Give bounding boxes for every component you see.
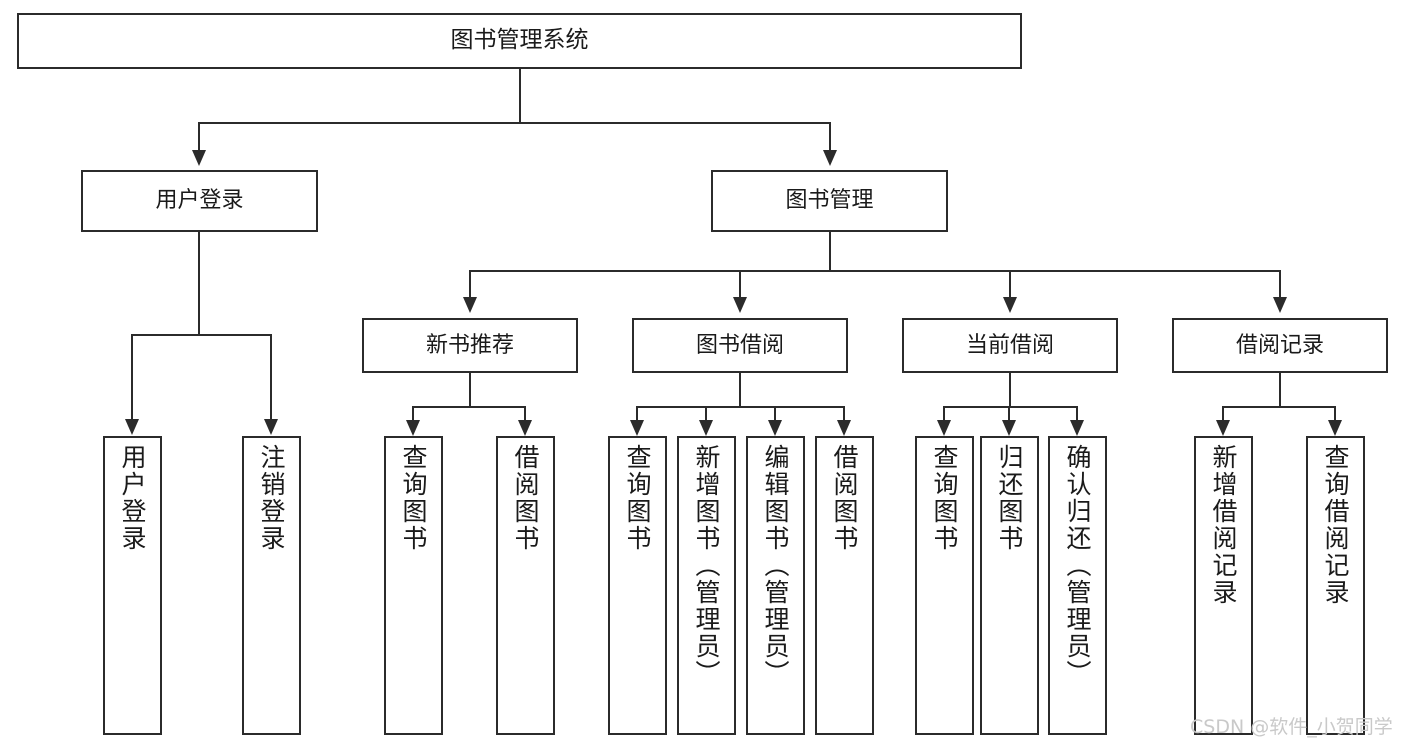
connector-br-stem	[1279, 373, 1281, 407]
connector-br-bus	[1222, 406, 1336, 408]
connector-br-drop-2	[1334, 406, 1336, 420]
leaf-label: 编辑图书（管理员）	[761, 444, 790, 687]
node-user-login[interactable]: 用户登录	[81, 170, 318, 232]
arrowhead-leaf-user-login	[125, 419, 139, 435]
leaf-user-login[interactable]: 用户登录	[103, 436, 162, 735]
node-book-management-system[interactable]: 图书管理系统	[17, 13, 1022, 69]
connector-nbr-drop-2	[524, 406, 526, 420]
arrowhead-cb-leaf-1	[937, 420, 951, 436]
leaf-query-borrow-record[interactable]: 查询借阅记录	[1306, 436, 1365, 735]
arrowhead-book-management	[823, 150, 837, 166]
connector-nbr-stem	[469, 373, 471, 407]
leaf-label: 查询图书	[623, 444, 652, 552]
node-current-borrow[interactable]: 当前借阅	[902, 318, 1118, 373]
leaf-label: 归还图书	[995, 444, 1024, 552]
connector-cb-stem	[1009, 373, 1011, 407]
leaf-label: 新增借阅记录	[1209, 444, 1238, 606]
node-borrow-record[interactable]: 借阅记录	[1172, 318, 1388, 373]
connector-book-management-bus	[469, 270, 1281, 272]
arrowhead-cb-leaf-3	[1070, 420, 1084, 436]
connector-bb-drop-1	[636, 406, 638, 420]
connector-user-login-drop-1	[131, 334, 133, 419]
leaf-add-book-admin[interactable]: 新增图书（管理员）	[677, 436, 736, 735]
connector-user-login-stem	[198, 232, 200, 335]
connector-bb-drop-3	[774, 406, 776, 420]
connector-bb-drop-4	[843, 406, 845, 420]
arrowhead-nbr-leaf-1	[406, 420, 420, 436]
connector-bb-stem	[739, 373, 741, 407]
node-book-management[interactable]: 图书管理	[711, 170, 948, 232]
arrowhead-cb-leaf-2	[1002, 420, 1016, 436]
connector-br-drop-1	[1222, 406, 1224, 420]
connector-nbr-bus	[412, 406, 526, 408]
connector-cb-drop-3	[1076, 406, 1078, 420]
arrowhead-nbr-leaf-2	[518, 420, 532, 436]
arrowhead-book-borrow	[733, 297, 747, 313]
leaf-label: 查询图书	[930, 444, 959, 552]
connector-root-to-user-login	[198, 122, 200, 150]
leaf-label: 确认归还（管理员）	[1063, 444, 1092, 687]
node-label: 用户登录	[155, 188, 244, 214]
node-label: 图书管理	[785, 188, 874, 214]
leaf-confirm-return-admin[interactable]: 确认归还（管理员）	[1048, 436, 1107, 735]
arrowhead-new-book-recommend	[463, 297, 477, 313]
leaf-borrow-book-nbr[interactable]: 借阅图书	[496, 436, 555, 735]
leaf-label: 查询借阅记录	[1321, 444, 1350, 606]
leaf-borrow-book-bb[interactable]: 借阅图书	[815, 436, 874, 735]
connector-cb-drop-2	[1008, 406, 1010, 420]
connector-bm-drop-1	[469, 270, 471, 297]
connector-cb-bus	[943, 406, 1077, 408]
connector-root-stem	[519, 69, 521, 123]
leaf-return-book[interactable]: 归还图书	[980, 436, 1039, 735]
node-label: 图书管理系统	[450, 27, 589, 54]
node-label: 新书推荐	[425, 332, 514, 358]
arrowhead-bb-leaf-2	[699, 420, 713, 436]
connector-nbr-drop-1	[412, 406, 414, 420]
leaf-label: 借阅图书	[830, 444, 859, 552]
node-label: 借阅记录	[1235, 332, 1324, 358]
leaf-add-borrow-record[interactable]: 新增借阅记录	[1194, 436, 1253, 735]
connector-user-login-drop-2	[270, 334, 272, 419]
node-label: 当前借阅	[965, 332, 1054, 358]
node-book-borrow[interactable]: 图书借阅	[632, 318, 848, 373]
node-new-book-recommend[interactable]: 新书推荐	[362, 318, 578, 373]
leaf-query-book-bb[interactable]: 查询图书	[608, 436, 667, 735]
arrowhead-br-leaf-2	[1328, 420, 1342, 436]
connector-book-management-stem	[829, 232, 831, 271]
leaf-label: 查询图书	[399, 444, 428, 552]
leaf-label: 注销登录	[257, 444, 286, 552]
leaf-logout-login[interactable]: 注销登录	[242, 436, 301, 735]
csdn-watermark: CSDN @软件_小贺同学	[1190, 716, 1393, 738]
leaf-label: 用户登录	[118, 444, 147, 552]
leaf-label: 新增图书（管理员）	[692, 444, 721, 687]
arrowhead-bb-leaf-4	[837, 420, 851, 436]
arrowhead-leaf-logout-login	[264, 419, 278, 435]
connector-root-bus	[198, 122, 830, 124]
arrowhead-borrow-record	[1273, 297, 1287, 313]
leaf-label: 借阅图书	[511, 444, 540, 552]
connector-bm-drop-4	[1279, 270, 1281, 297]
leaf-query-book-cb[interactable]: 查询图书	[915, 436, 974, 735]
connector-cb-drop-1	[943, 406, 945, 420]
leaf-edit-book-admin[interactable]: 编辑图书（管理员）	[746, 436, 805, 735]
connector-bb-drop-2	[705, 406, 707, 420]
node-label: 图书借阅	[695, 332, 784, 358]
arrowhead-user-login	[192, 150, 206, 166]
arrowhead-bb-leaf-3	[768, 420, 782, 436]
connector-root-to-book-management	[829, 122, 831, 150]
arrowhead-current-borrow	[1003, 297, 1017, 313]
leaf-query-book-nbr[interactable]: 查询图书	[384, 436, 443, 735]
arrowhead-br-leaf-1	[1216, 420, 1230, 436]
arrowhead-bb-leaf-1	[630, 420, 644, 436]
connector-bm-drop-3	[1009, 270, 1011, 297]
connector-bb-bus	[636, 406, 844, 408]
connector-bm-drop-2	[739, 270, 741, 297]
connector-user-login-bus	[131, 334, 271, 336]
